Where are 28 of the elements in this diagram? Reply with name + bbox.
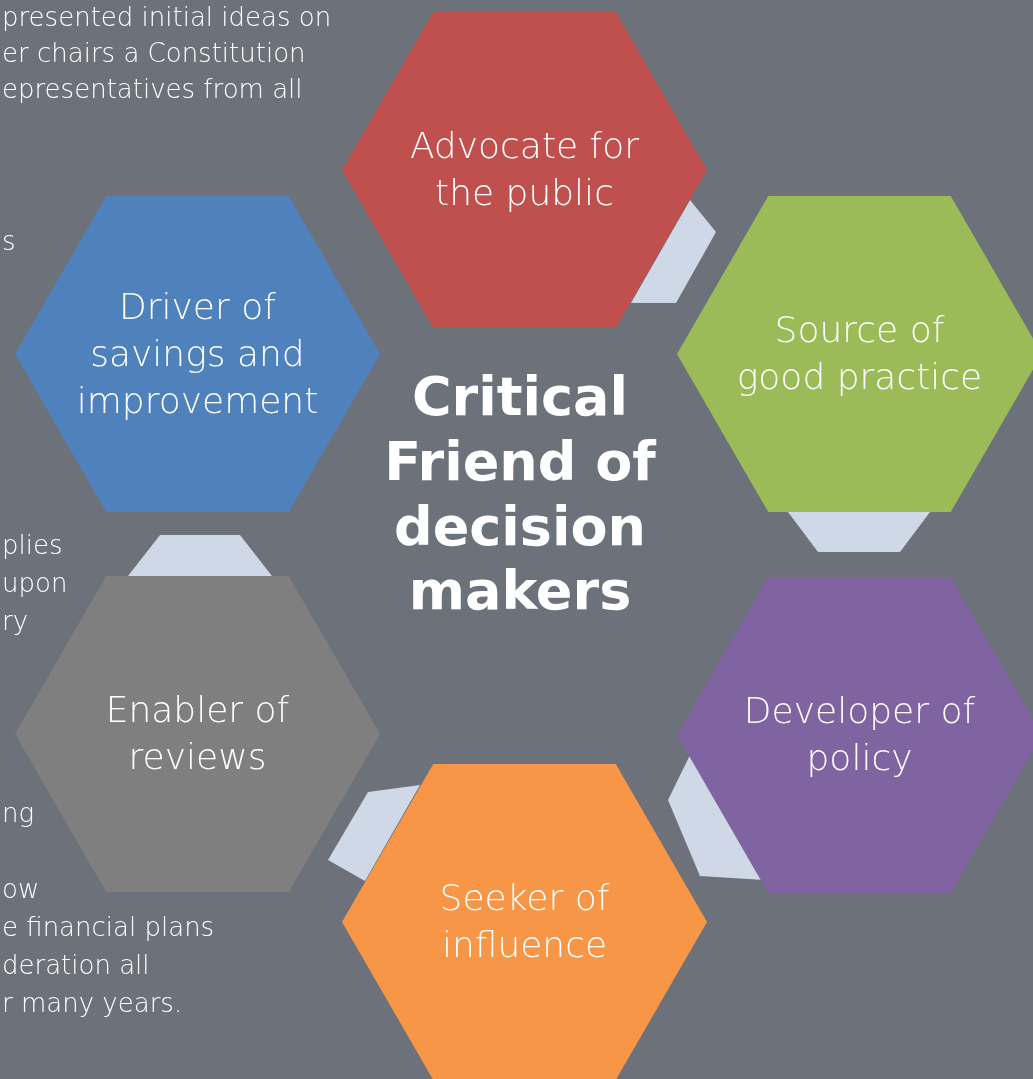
text-fragment: upon bbox=[2, 570, 68, 596]
text-fragment: s bbox=[2, 228, 16, 254]
hexagon bbox=[677, 196, 1033, 512]
text-fragment: epresentatives from all bbox=[2, 76, 303, 102]
text-fragment: plies bbox=[2, 532, 63, 558]
connector-tab bbox=[128, 535, 272, 576]
hexagon bbox=[15, 196, 380, 512]
text-fragment: presented initial ideas on bbox=[2, 4, 332, 30]
hexagon bbox=[342, 764, 707, 1079]
text-fragment: e financial plans bbox=[2, 914, 215, 940]
hexagon bbox=[342, 12, 707, 328]
hexagon-label: Seeker of influence bbox=[438, 876, 611, 967]
connector-tab bbox=[631, 200, 716, 303]
hexagon-label: Advocate for the public bbox=[408, 124, 641, 215]
text-fragment: er chairs a Constitution bbox=[2, 40, 306, 66]
connector-tab bbox=[328, 785, 420, 881]
hexagon bbox=[677, 577, 1033, 893]
text-fragment: ow bbox=[2, 876, 40, 902]
center-title: Critical Friend of decision makers bbox=[383, 365, 658, 625]
connector-tab bbox=[788, 512, 930, 552]
text-fragment: ry bbox=[2, 608, 29, 634]
hexagon-label: Developer of policy bbox=[742, 689, 977, 780]
text-fragment: r many years. bbox=[2, 990, 183, 1016]
text-fragment: deration all bbox=[2, 952, 150, 978]
hexagon-label: Source of good practice bbox=[735, 308, 984, 399]
hexagon-label: Driver of savings and improvement bbox=[75, 284, 320, 423]
text-fragment: ng bbox=[2, 800, 35, 826]
hexagon-label: Enabler of reviews bbox=[104, 688, 291, 779]
